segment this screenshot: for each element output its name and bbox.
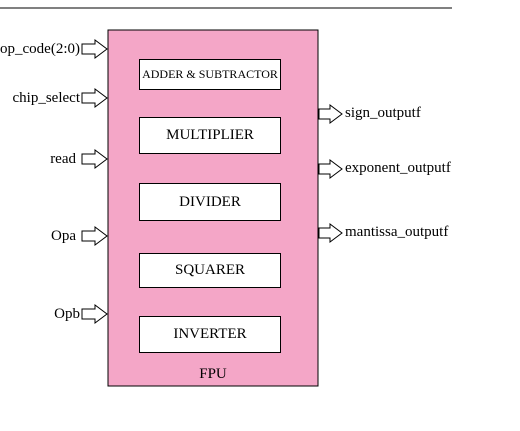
- chip-select-input-arrow: [81, 88, 108, 108]
- exponent-output-arrow: [318, 159, 343, 179]
- output-label-mantissa: mantissa_outputf: [345, 224, 449, 240]
- unit-multiplier: MULTIPLIER: [139, 117, 281, 154]
- unit-divider: DIVIDER: [139, 183, 281, 221]
- input-label-read: read: [50, 151, 76, 167]
- fpu-label: FPU: [199, 366, 227, 382]
- read-input-arrow: [81, 149, 108, 169]
- output-label-sign: sign_outputf: [345, 105, 421, 121]
- sign-output-arrow: [318, 104, 343, 124]
- op-code-input-arrow: [81, 39, 108, 59]
- unit-squarer: SQUARER: [139, 253, 281, 288]
- input-label-opa: Opa: [51, 228, 76, 244]
- opa-input-arrow: [81, 226, 108, 246]
- output-label-exponent: exponent_outputf: [345, 160, 451, 176]
- opb-input-arrow: [81, 304, 108, 324]
- input-label-chip-select: chip_select: [12, 90, 80, 106]
- unit-inverter: INVERTER: [139, 316, 281, 353]
- input-label-op-code: op_code(2:0): [0, 41, 80, 57]
- mantissa-output-arrow: [318, 223, 343, 243]
- input-label-opb: Opb: [54, 306, 80, 322]
- unit-adder-subtractor: ADDER & SUBTRACTOR: [139, 59, 281, 90]
